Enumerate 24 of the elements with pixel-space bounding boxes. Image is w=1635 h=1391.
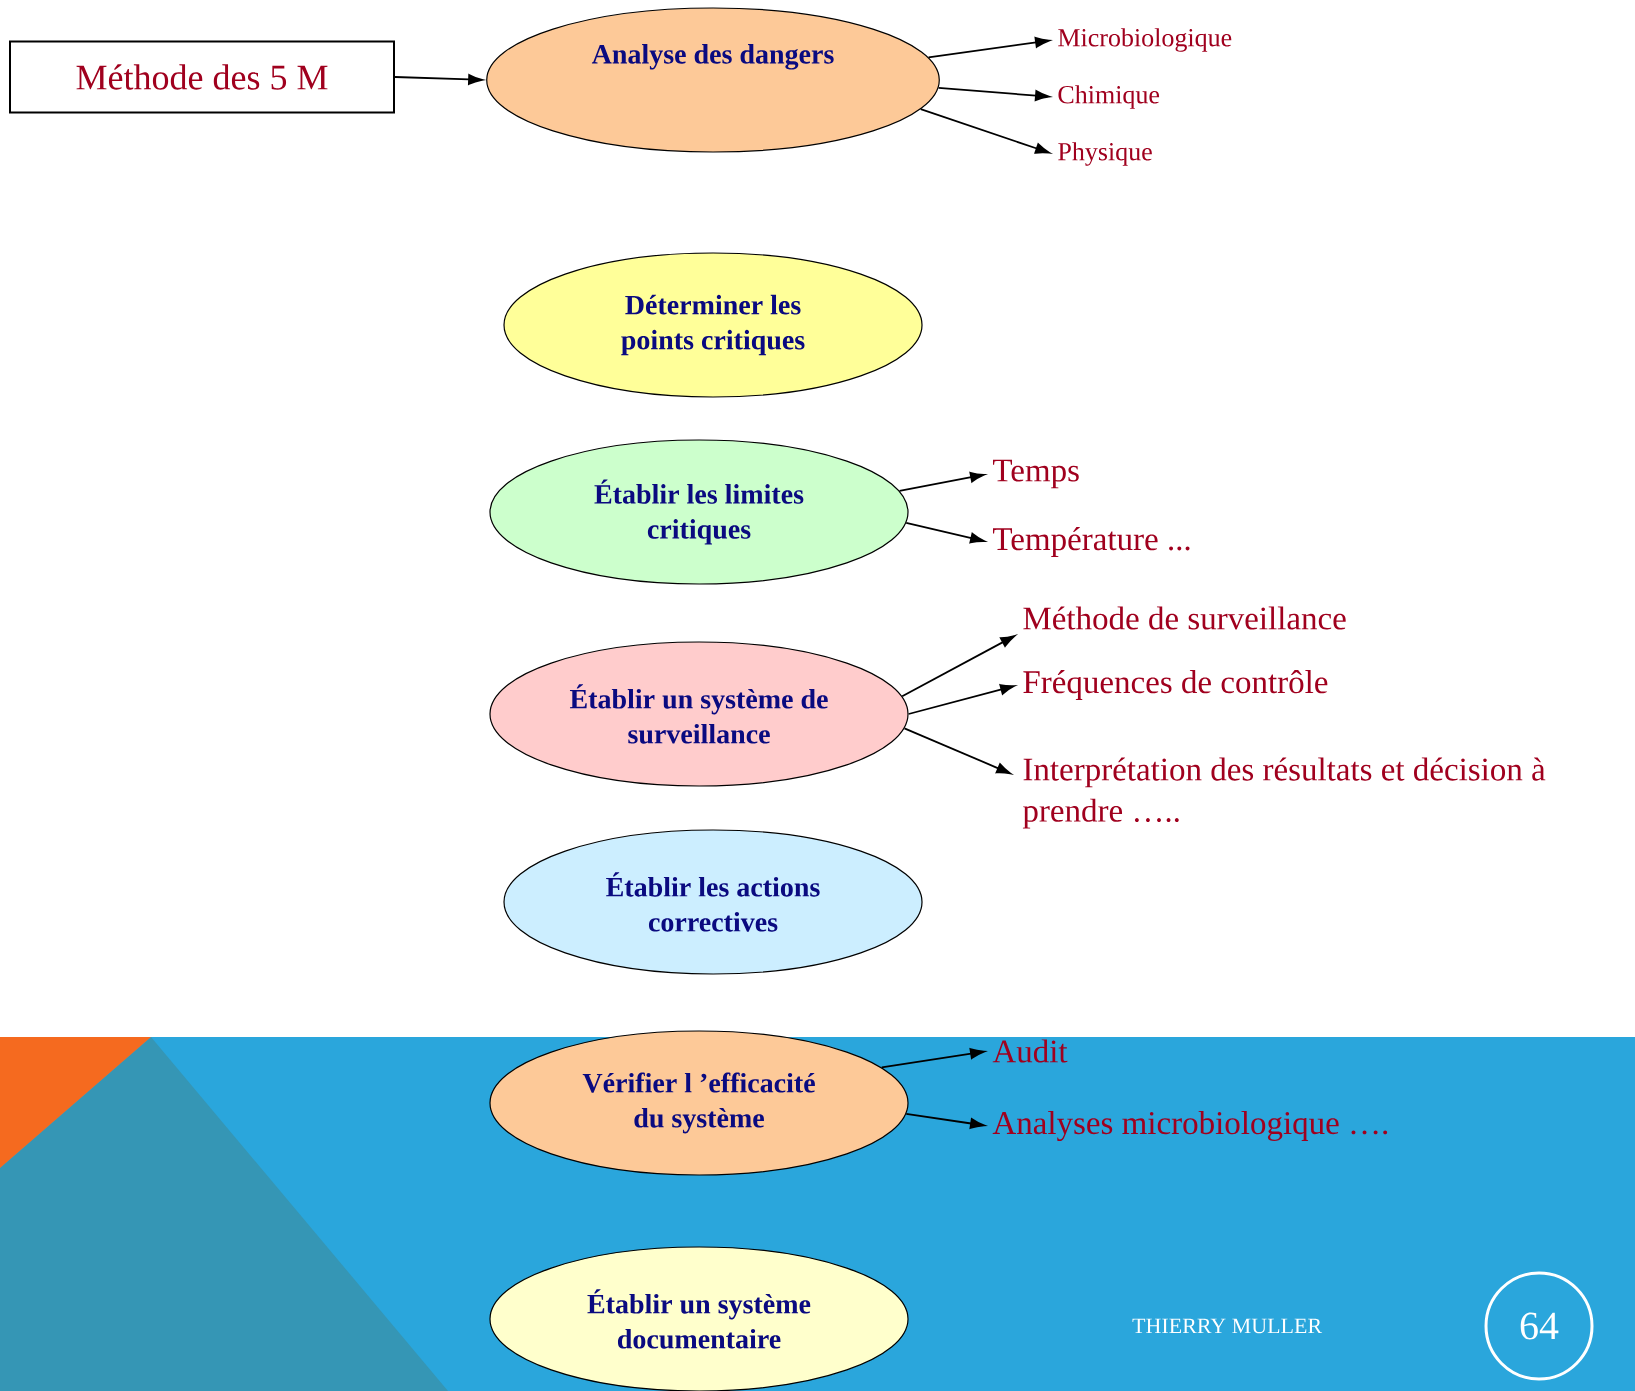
category-text: Audit xyxy=(992,1039,1068,1063)
arrow xyxy=(905,1112,985,1129)
arrow xyxy=(394,74,483,85)
author-name: THIERRY MULLER xyxy=(1132,1318,1323,1334)
arrow xyxy=(901,635,1016,698)
arrow xyxy=(907,684,1015,715)
category-text: Temps xyxy=(993,459,1079,489)
page-number: 64 xyxy=(1484,1271,1594,1381)
title-box: Méthode des 5 M xyxy=(9,40,395,114)
arrow xyxy=(903,727,1012,775)
arrow xyxy=(927,37,1050,59)
category-text: Physique xyxy=(1058,142,1152,166)
arrow xyxy=(919,108,1050,154)
arrow xyxy=(898,471,985,492)
category-text: Microbiologique xyxy=(1058,28,1232,52)
arrow xyxy=(937,86,1050,102)
category-text: Chimique xyxy=(1058,85,1160,109)
category-text: Interprétation des résultats et décision à prendre ….. xyxy=(1022,757,1546,829)
category-text: Analyses microbiologique …. xyxy=(992,1111,1388,1141)
arrow xyxy=(880,1048,985,1069)
category-text: Méthode de surveillance xyxy=(1023,606,1346,630)
category-text: Température ... xyxy=(993,527,1190,557)
arrow xyxy=(905,521,985,544)
category-text: Fréquences de contrôle xyxy=(1023,670,1328,700)
